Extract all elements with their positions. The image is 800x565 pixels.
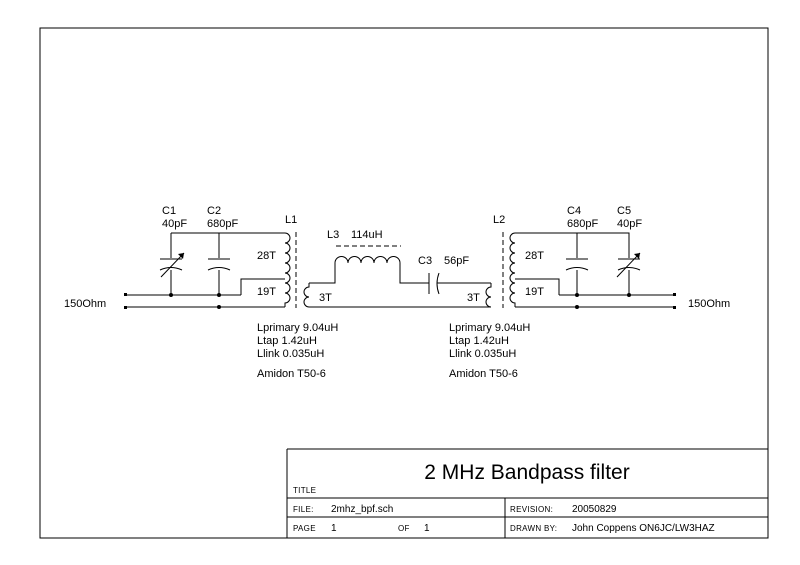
c1-ref: C1 — [162, 205, 176, 217]
c5-ref: C5 — [617, 205, 631, 217]
input-port-label: 150Ohm — [64, 298, 106, 310]
c3-value: 56pF — [444, 255, 469, 267]
c2-capacitor: C2 680pF — [207, 205, 238, 271]
title-label: TITLE — [293, 486, 316, 495]
output-port-terminal-bottom — [673, 306, 676, 309]
of-label: OF — [398, 524, 410, 533]
revision-value: 20050829 — [572, 504, 617, 515]
page-total: 1 — [424, 523, 430, 534]
note-core: Amidon T50-6 — [257, 368, 326, 380]
l1-turns-link: 3T — [319, 292, 332, 304]
file-name: 2mhz_bpf.sch — [331, 504, 393, 515]
junction-dot — [575, 293, 579, 297]
l1-turns-tap: 19T — [257, 286, 276, 298]
note-ltap: Ltap 1.42uH — [257, 335, 317, 347]
l3-inductor: L3 114uH — [327, 229, 401, 264]
c1-value: 40pF — [162, 218, 187, 230]
note-core: Amidon T50-6 — [449, 368, 518, 380]
sheet-title: 2 MHz Bandpass filter — [424, 461, 629, 484]
c3-capacitor: C3 56pF — [418, 255, 469, 295]
c5-value: 40pF — [617, 218, 642, 230]
input-port-terminal-top — [124, 293, 127, 296]
input-port: 150Ohm — [64, 293, 127, 310]
l1-ref: L1 — [285, 214, 297, 226]
l1-link-coil — [303, 283, 310, 308]
sheet-border — [39, 27, 769, 539]
l1-transformer: L1 28T 19T 3T — [257, 214, 332, 308]
drawn-by-label: DRAWN BY: — [510, 524, 557, 533]
c2-ref: C2 — [207, 205, 221, 217]
l2-ref: L2 — [493, 214, 505, 226]
junction-dot — [217, 305, 221, 309]
junction-dot — [575, 305, 579, 309]
note-llink: Llink 0.035uH — [449, 348, 516, 360]
right-top-rail — [515, 232, 630, 295]
output-port-terminal-top — [673, 293, 676, 296]
c1-variable-capacitor: C1 40pF — [159, 205, 187, 278]
link-wire-left-up — [309, 263, 336, 284]
input-port-terminal-bottom — [124, 306, 127, 309]
l2-link-coil — [485, 283, 492, 308]
note-llink: Llink 0.035uH — [257, 348, 324, 360]
l1-turns-main: 28T — [257, 250, 276, 262]
file-label: FILE: — [293, 505, 314, 514]
l3-ref: L3 — [327, 229, 339, 241]
l3-to-c3-wire — [399, 263, 429, 284]
page-label: PAGE — [293, 524, 316, 533]
output-port-label: 150Ohm — [688, 298, 730, 310]
revision-label: REVISION: — [510, 505, 553, 514]
notes-left: Lprimary 9.04uH Ltap 1.42uH Llink 0.035u… — [257, 322, 338, 380]
c4-value: 680pF — [567, 218, 598, 230]
c2-value: 680pF — [207, 218, 238, 230]
l1-primary-coil — [284, 232, 291, 307]
l3-value: 114uH — [351, 229, 383, 241]
c5-variable-capacitor: C5 40pF — [616, 205, 642, 278]
note-lprimary: Lprimary 9.04uH — [257, 322, 338, 334]
c3-ref: C3 — [418, 255, 432, 267]
l1-tap-wire — [240, 278, 285, 295]
note-ltap: Ltap 1.42uH — [449, 335, 509, 347]
l2-transformer: L2 3T 28T 19T — [467, 214, 544, 308]
l2-primary-coil — [509, 232, 516, 307]
junction-dot — [217, 293, 221, 297]
l2-turns-main: 28T — [525, 250, 544, 262]
c4-ref: C4 — [567, 205, 581, 217]
drawn-by-value: John Coppens ON6JC/LW3HAZ — [572, 523, 715, 534]
note-lprimary: Lprimary 9.04uH — [449, 322, 530, 334]
l2-turns-tap: 19T — [525, 286, 544, 298]
l2-turns-link: 3T — [467, 292, 480, 304]
c4-capacitor: C4 680pF — [565, 205, 598, 271]
title-block: TITLE 2 MHz Bandpass filter FILE: 2mhz_b… — [286, 448, 768, 538]
l2-tap-wire — [515, 278, 560, 295]
page-number: 1 — [331, 523, 337, 534]
output-port: 150Ohm — [673, 293, 730, 310]
notes-right: Lprimary 9.04uH Ltap 1.42uH Llink 0.035u… — [449, 322, 530, 380]
junction-dot — [169, 293, 173, 297]
junction-dot — [627, 293, 631, 297]
